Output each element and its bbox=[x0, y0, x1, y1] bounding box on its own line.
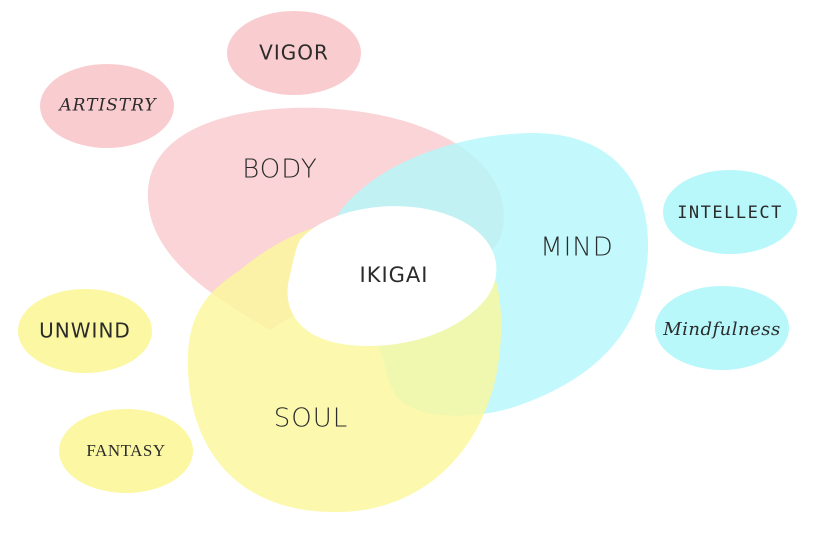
ikigai-label: IKIGAI bbox=[360, 263, 429, 287]
vigor-bubble bbox=[227, 11, 361, 95]
mindfulness-label: Mindfulness bbox=[662, 319, 781, 340]
unwind-label: UNWIND bbox=[39, 319, 131, 343]
mind-label: MIND bbox=[540, 233, 614, 263]
fantasy-bubble bbox=[59, 409, 193, 493]
soul-label: SOUL bbox=[274, 404, 348, 434]
artistry-label: ARTISTRY bbox=[57, 96, 157, 116]
unwind-bubble bbox=[18, 289, 152, 373]
body-label: BODY bbox=[242, 155, 318, 185]
ikigai-center-blob bbox=[287, 206, 497, 346]
mindfulness-bubble bbox=[655, 286, 789, 370]
intellect-label: INTELLECT bbox=[677, 203, 783, 223]
vigor-label: VIGOR bbox=[259, 41, 329, 65]
fantasy-label: FANTASY bbox=[86, 441, 165, 460]
artistry-bubble bbox=[40, 64, 174, 148]
intellect-bubble bbox=[663, 170, 797, 254]
